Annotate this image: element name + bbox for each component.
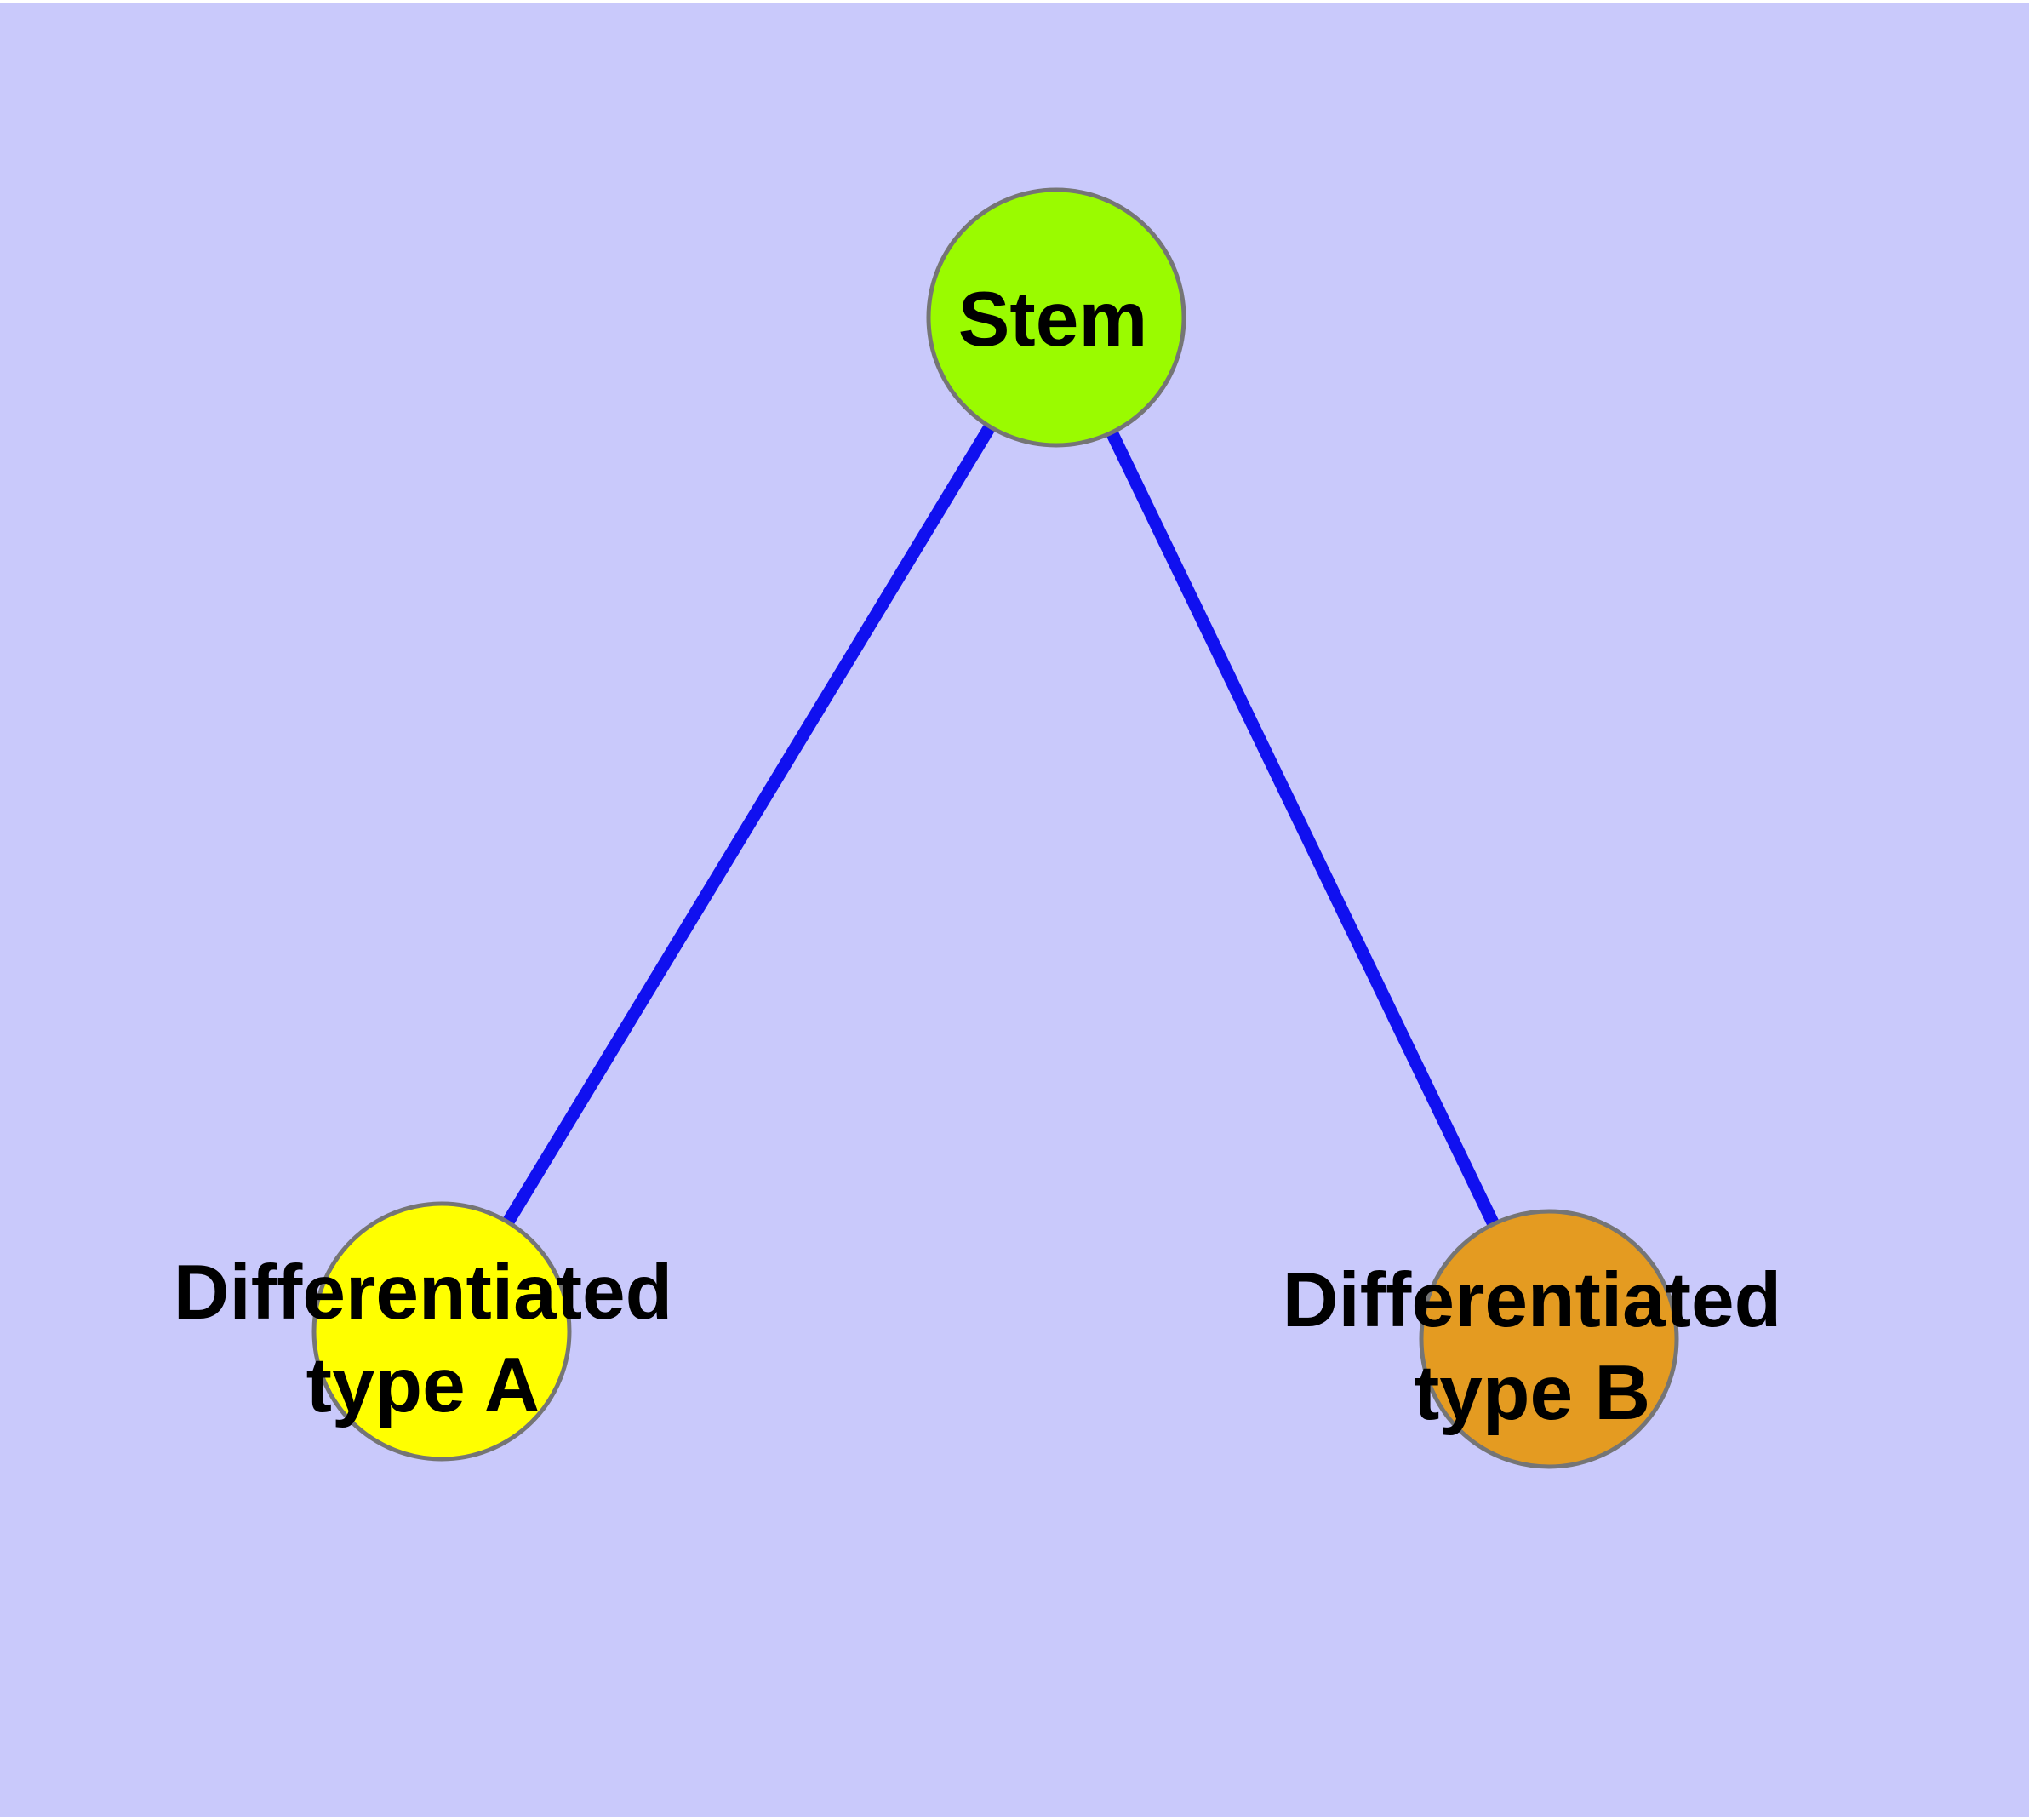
node-type-b-label-line2: type B xyxy=(1414,1350,1650,1436)
edge-stem-to-type-a xyxy=(436,314,1062,1335)
node-differentiated-type-b xyxy=(1419,1209,1679,1469)
edge-stem-to-type-b xyxy=(1050,314,1555,1342)
node-stem xyxy=(926,187,1186,448)
node-stem-label: Stem xyxy=(958,277,1148,363)
node-type-a-label-line1: Differentiated xyxy=(174,1250,673,1336)
node-type-a-label-line2: type A xyxy=(306,1342,540,1428)
node-differentiated-type-a xyxy=(311,1201,572,1462)
node-type-b-label-line1: Differentiated xyxy=(1283,1257,1782,1343)
